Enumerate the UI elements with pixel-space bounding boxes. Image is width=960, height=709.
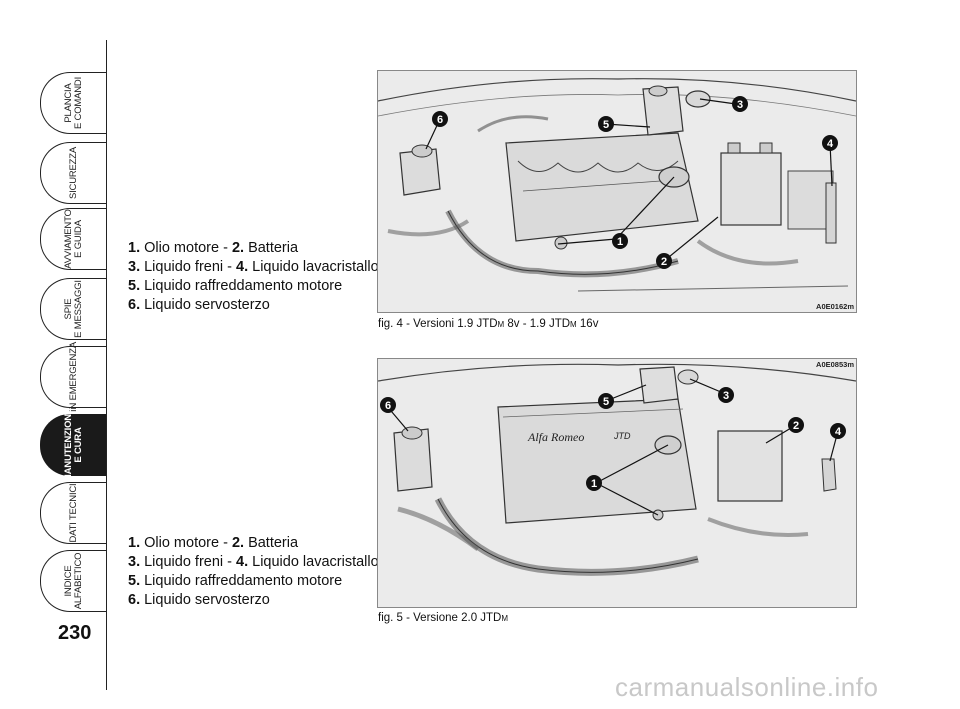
tab-label: AVVIAMENTO E GUIDA — [62, 209, 84, 269]
svg-text:1: 1 — [617, 236, 623, 248]
legend-text: Olio motore - — [140, 535, 232, 551]
caption-subscript: M — [497, 320, 505, 329]
svg-text:6: 6 — [437, 114, 443, 126]
tab-label: SPIE E MESSAGGI — [62, 280, 84, 338]
svg-text:4: 4 — [835, 426, 842, 438]
watermark: carmanualsonline.info — [615, 672, 879, 702]
svg-text:6: 6 — [385, 400, 391, 412]
callout-6: 6 — [432, 111, 448, 127]
legend-text: Batteria — [244, 240, 299, 256]
engine-illustration: 1 2 3 4 5 6 — [378, 71, 856, 312]
legend-number: 4. — [236, 554, 249, 570]
caption-text: 16v — [576, 318, 599, 330]
svg-text:5: 5 — [603, 396, 609, 408]
tab-label: SICUREZZA — [67, 146, 79, 200]
tab-dati-tecnici[interactable]: DATI TECNICI — [40, 482, 106, 544]
figure-code: A0E0853m — [816, 360, 854, 369]
callout-5: 5 — [598, 116, 614, 132]
legend-text: Liquido lavacristallo — [248, 554, 379, 570]
svg-text:4: 4 — [827, 138, 834, 150]
figure-code: A0E0162m — [816, 302, 854, 311]
legend-text: Liquido freni - — [140, 259, 237, 275]
svg-text:3: 3 — [723, 390, 729, 402]
caption-subscript: M — [570, 320, 577, 329]
engine-model-text: JTD — [613, 431, 631, 441]
svg-text:2: 2 — [661, 256, 667, 268]
legend-line: 3. Liquido freni - 4. Liquido lavacrista… — [128, 553, 379, 572]
legend-number: 5. — [128, 573, 141, 589]
legend-line: 5. Liquido raffreddamento motore — [128, 572, 379, 591]
callout-5: 5 — [598, 393, 614, 409]
engine-brand-text: Alfa Romeo — [527, 430, 584, 444]
legend-number: 6. — [128, 297, 141, 313]
legend-text: Liquido servosterzo — [140, 592, 270, 608]
legend-text: Batteria — [244, 535, 299, 551]
caption-subscript: M — [501, 614, 509, 623]
legend-number: 2. — [231, 535, 245, 551]
legend-line: 1. Olio motore - 2. Batteria — [128, 534, 379, 553]
legend-number: 3. — [128, 554, 141, 570]
sidebar-divider — [106, 40, 107, 690]
figure-4-engine-bay: 1 2 3 4 5 6 A0E0162m — [377, 70, 857, 313]
callout-4: 4 — [822, 135, 838, 151]
svg-text:5: 5 — [603, 119, 609, 131]
callout-3: 3 — [732, 96, 748, 112]
figure-5-caption: fig. 5 - Versione 2.0 JTDM — [378, 612, 508, 624]
figure-4-caption: fig. 4 - Versioni 1.9 JTDM 8v - 1.9 JTDM… — [378, 318, 598, 330]
legend-line: 6. Liquido servosterzo — [128, 296, 379, 315]
callout-6: 6 — [380, 397, 396, 413]
callout-3: 3 — [718, 387, 734, 403]
chapter-sidebar: PLANCIA E COMANDI SICUREZZA AVVIAMENTO E… — [0, 0, 110, 709]
legend-line: 1. Olio motore - 2. Batteria — [128, 239, 379, 258]
caption-text: fig. 5 - Versione 2.0 JTD — [378, 612, 502, 624]
tab-in-emergenza[interactable]: IN EMERGENZA — [40, 342, 106, 412]
legend-figure-5: 1. Olio motore - 2. Batteria 3. Liquido … — [128, 534, 379, 610]
legend-number: 1. — [128, 240, 141, 256]
legend-number: 6. — [128, 592, 141, 608]
legend-text: Liquido lavacristallo — [248, 259, 379, 275]
legend-text: Liquido servosterzo — [140, 297, 270, 313]
callout-1: 1 — [586, 475, 602, 491]
legend-line: 6. Liquido servosterzo — [128, 591, 379, 610]
legend-number: 1. — [128, 535, 141, 551]
legend-figure-4: 1. Olio motore - 2. Batteria 3. Liquido … — [128, 239, 379, 315]
legend-text: Olio motore - — [140, 240, 232, 256]
page-number: 230 — [58, 622, 92, 644]
legend-number: 2. — [231, 240, 245, 256]
legend-number: 4. — [236, 259, 249, 275]
tab-label: IN EMERGENZA — [67, 342, 79, 412]
figure-5-engine-bay: Alfa Romeo JTD 1 2 3 4 5 6 A0E08 — [377, 358, 857, 608]
tab-label: DATI TECNICI — [67, 483, 79, 543]
legend-line: 5. Liquido raffreddamento motore — [128, 277, 379, 296]
legend-text: Liquido freni - — [140, 554, 237, 570]
engine-illustration: Alfa Romeo JTD 1 2 3 4 5 6 — [378, 359, 856, 607]
tab-avviamento-e-guida[interactable]: AVVIAMENTO E GUIDA — [40, 208, 106, 270]
legend-text: Liquido raffreddamento motore — [140, 278, 343, 294]
tab-label: MANUTENZIONE E CURA — [62, 407, 84, 483]
caption-text: fig. 4 - Versioni 1.9 JTD — [378, 318, 498, 330]
svg-text:2: 2 — [793, 420, 799, 432]
caption-text: 8v - 1.9 JTD — [504, 318, 571, 330]
legend-number: 3. — [128, 259, 141, 275]
tab-label: PLANCIA E COMANDI — [62, 76, 84, 130]
tab-label: INDICE ALFABETICO — [62, 552, 84, 610]
callout-2: 2 — [656, 253, 672, 269]
callout-2: 2 — [788, 417, 804, 433]
tab-plancia-e-comandi[interactable]: PLANCIA E COMANDI — [40, 72, 106, 134]
tab-sicurezza[interactable]: SICUREZZA — [40, 142, 106, 204]
legend-number: 5. — [128, 278, 141, 294]
tab-indice-alfabetico[interactable]: INDICE ALFABETICO — [40, 550, 106, 612]
svg-text:1: 1 — [591, 478, 597, 490]
svg-text:3: 3 — [737, 99, 743, 111]
legend-line: 3. Liquido freni - 4. Liquido lavacrista… — [128, 258, 379, 277]
callout-1: 1 — [612, 233, 628, 249]
tab-spie-e-messaggi[interactable]: SPIE E MESSAGGI — [40, 278, 106, 340]
legend-text: Liquido raffreddamento motore — [140, 573, 343, 589]
tab-manutenzione-e-cura[interactable]: MANUTENZIONE E CURA — [40, 408, 106, 482]
callout-4: 4 — [830, 423, 846, 439]
